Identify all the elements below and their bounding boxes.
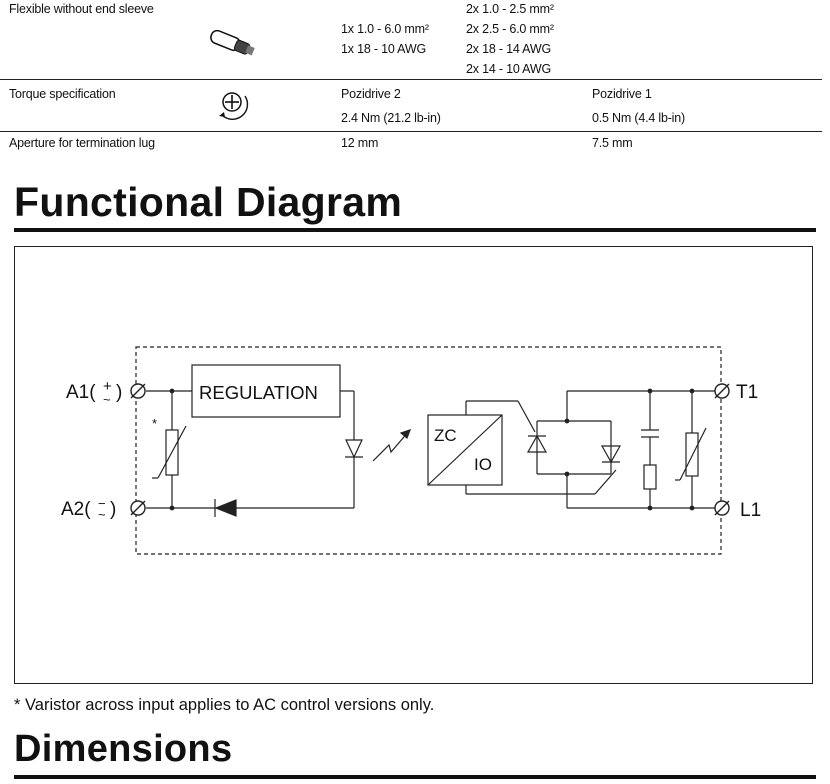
input-diode bbox=[214, 499, 237, 517]
row-label: Flexible without end sleeve bbox=[9, 2, 154, 16]
spec-table: Flexible without end sleeve 1x 1.0 - 6.0… bbox=[0, 0, 822, 156]
label-io: IO bbox=[474, 455, 492, 474]
label-asterisk: * bbox=[152, 416, 157, 431]
row-flexible: Flexible without end sleeve 1x 1.0 - 6.0… bbox=[0, 0, 822, 80]
label-a2: A2( bbox=[61, 499, 91, 520]
snubber-resistor bbox=[643, 464, 657, 490]
diagram-footnote: * Varistor across input applies to AC co… bbox=[14, 696, 435, 714]
label-a2-tail: ) bbox=[110, 499, 116, 520]
flex-col2-line4: 2x 14 - 10 AWG bbox=[466, 62, 551, 76]
row-label: Torque specification bbox=[9, 87, 116, 101]
optical-arrow bbox=[372, 429, 411, 462]
flex-col2-line1: 2x 1.0 - 2.5 mm² bbox=[466, 2, 554, 16]
label-a1-tail: ) bbox=[116, 382, 122, 403]
aperture-col1: 12 mm bbox=[341, 136, 379, 150]
label-a1: A1( bbox=[66, 382, 96, 403]
label-a1-tilde: ~ bbox=[103, 392, 111, 407]
torque-col1-value: 2.4 Nm (21.2 lb-in) bbox=[341, 111, 441, 125]
device-outline bbox=[135, 346, 722, 555]
aperture-col2: 7.5 mm bbox=[592, 136, 633, 150]
screwdriver-torque-icon bbox=[219, 92, 249, 120]
flex-col1-line2: 1x 18 - 10 AWG bbox=[341, 42, 426, 56]
row-aperture: Aperture for termination lug 12 mm 7.5 m… bbox=[0, 132, 822, 156]
label-t1: T1 bbox=[736, 382, 758, 403]
flex-col2-line2: 2x 2.5 - 6.0 mm² bbox=[466, 22, 554, 36]
output-varistor bbox=[685, 432, 699, 477]
section-heading-dimensions: Dimensions bbox=[14, 728, 233, 770]
zc-io-block bbox=[427, 414, 503, 486]
torque-col2-head: Pozidrive 1 bbox=[592, 87, 652, 101]
torque-col2-value: 0.5 Nm (4.4 lb-in) bbox=[592, 111, 685, 125]
label-l1: L1 bbox=[740, 500, 761, 521]
torque-col1-head: Pozidrive 2 bbox=[341, 87, 401, 101]
label-a2-sign: − bbox=[98, 496, 106, 511]
label-zc: ZC bbox=[434, 426, 457, 445]
input-varistor bbox=[165, 429, 179, 476]
triac-right-a bbox=[600, 445, 622, 464]
wire-end-icon bbox=[210, 29, 255, 56]
led-diode bbox=[345, 439, 363, 459]
label-a2-tilde: ~ bbox=[98, 507, 106, 522]
section-heading-functional-diagram: Functional Diagram bbox=[14, 179, 403, 225]
heading-rule bbox=[14, 228, 816, 232]
flex-col1-line1: 1x 1.0 - 6.0 mm² bbox=[341, 22, 429, 36]
triac-left-a bbox=[526, 434, 548, 453]
row-torque: Torque specification Pozidrive 2 2.4 Nm … bbox=[0, 80, 822, 132]
label-regulation: REGULATION bbox=[199, 382, 318, 403]
flex-col2-line3: 2x 18 - 14 AWG bbox=[466, 42, 551, 56]
label-a1-sign: + bbox=[103, 378, 112, 395]
functional-diagram-box bbox=[14, 246, 813, 684]
heading-rule bbox=[14, 775, 816, 779]
row-label: Aperture for termination lug bbox=[9, 136, 155, 150]
